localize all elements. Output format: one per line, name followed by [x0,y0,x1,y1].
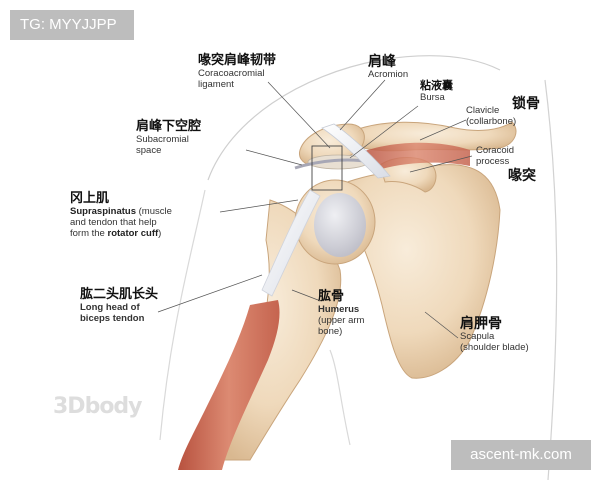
label-coracoid-en2: process [476,155,510,167]
ligament-shape [321,123,391,179]
biceps-muscle [178,300,280,470]
label-subacromial-space: 肩峰下空腔 Subacromial space [136,119,202,157]
label-bursa-zh: 粘液囊 [420,79,453,92]
subacromial-box [311,145,343,191]
label-scapula-en2: (shoulder blade) [460,342,529,354]
label-clavicle-zh-wrap: 锁骨 [512,96,540,112]
label-supraspinatus-en2: and tendon that help [70,216,157,228]
label-biceps-zh: 肱二头肌长头 [80,287,159,302]
body-outline [207,55,501,181]
label-bursa-en: Bursa [420,91,445,103]
label-humerus-en3: bone) [318,325,343,337]
label-coracoacromial-en1: Coracoacromial [198,67,265,79]
label-humerus-en1: Humerus [318,303,360,315]
label-biceps-en1: Long head of [80,301,140,313]
label-clavicle-en1: Clavicle [466,105,500,116]
label-coracoacromial-en2: ligament [198,78,234,90]
label-coracoacromial-zh: 喙突肩峰韧带 [198,53,277,68]
label-scapula-en1: Scapula [460,331,495,343]
label-coracoid-process: Coracoid process [476,145,515,168]
label-clavicle-zh: 锁骨 [512,96,540,112]
body-outline-torso [544,79,558,480]
supraspinatus-muscle [362,142,470,172]
label-coracoacromial-ligament: 喙突肩峰韧带 Coracoacromial ligament [198,53,277,91]
body-outline-arm [159,189,206,441]
biceps-tendon [261,189,321,297]
glenoid-cartilage [314,193,366,257]
leader-lines [157,79,473,339]
label-humerus-zh: 肱骨 [318,289,345,304]
label-clavicle-en: Clavicle (collarbone) [466,105,517,128]
label-supraspinatus-en3-post: ) [158,227,162,239]
label-supraspinatus-en3-bold: rotator cuff [107,227,159,239]
label-supraspinatus: 冈上肌 Supraspinatus (muscle and tendon tha… [70,191,172,240]
label-acromion: 肩峰 Acromion [368,54,408,81]
watermark-3dbody: 3Dbody [53,394,143,419]
label-acromion-zh: 肩峰 [368,54,396,70]
label-scapula-zh: 肩胛骨 [460,316,502,332]
label-bursa: 粘液囊 Bursa [420,79,453,104]
label-coracoid-zh-wrap: 喙突 [508,168,536,184]
label-subacromial-en1: Subacromial [136,133,189,145]
label-clavicle-en2: (collarbone) [466,115,517,127]
overlay-tag-top-left: TG: MYYJJPP [10,10,134,40]
overlay-tag-bottom-right: ascent-mk.com [451,440,591,470]
label-coracoid-zh: 喙突 [508,168,536,184]
label-humerus-en2: (upper arm [318,314,365,326]
label-humerus: 肱骨 Humerus (upper arm bone) [318,289,365,338]
label-biceps-en2: biceps tendon [80,312,145,324]
label-supraspinatus-en1-rest: (muscle [136,205,172,217]
label-supraspinatus-en1-bold: Supraspinatus [70,205,136,217]
label-acromion-en: Acromion [368,69,409,81]
label-scapula: 肩胛骨 Scapula (shoulder blade) [460,316,529,354]
label-supraspinatus-zh: 冈上肌 [70,191,110,206]
label-coracoid-en1: Coracoid [476,145,515,156]
body-outline-armpit [329,349,351,446]
label-subacromial-zh: 肩峰下空腔 [136,119,202,134]
label-biceps-tendon: 肱二头肌长头 Long head of biceps tendon [80,287,159,325]
label-supraspinatus-en3-pre: form the [70,227,108,239]
label-subacromial-en2: space [136,144,162,156]
